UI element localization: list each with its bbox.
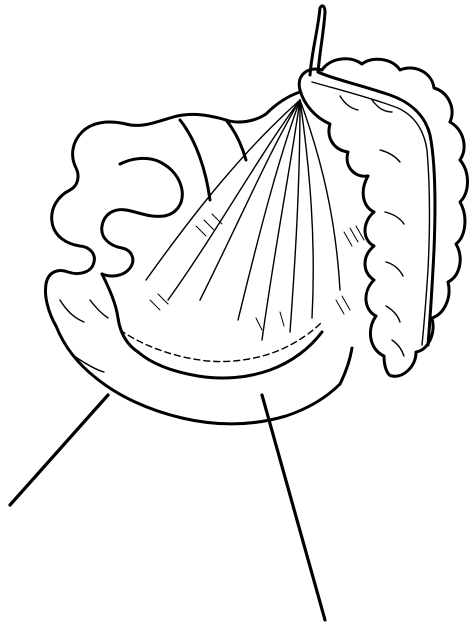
leader-line-left (10, 395, 108, 505)
vessel-top (310, 6, 435, 345)
leader-lines (10, 395, 325, 620)
leader-line-bottom (262, 395, 325, 620)
mesentery-fan (120, 100, 364, 362)
colon-segment (299, 59, 467, 376)
